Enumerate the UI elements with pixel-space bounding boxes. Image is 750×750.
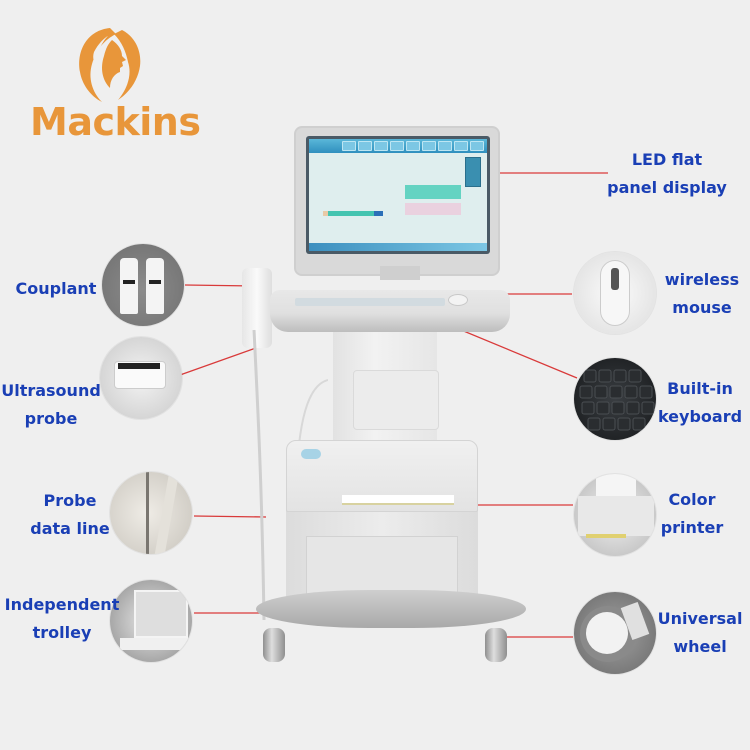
label-built-in-keyboard: Built-in keyboard [654, 375, 746, 431]
built-in-keyboard[interactable] [295, 298, 445, 306]
label-line: wireless [664, 270, 740, 289]
label-line: Probe [43, 491, 97, 510]
label-line: mouse [672, 298, 732, 317]
printer-icon [574, 474, 656, 556]
trolley-icon [110, 580, 192, 662]
label-ultrasound-probe: Ultrasound probe [0, 377, 102, 433]
result-chart-green [405, 185, 461, 199]
label-line: data line [30, 519, 110, 538]
screen-status-bar [309, 243, 487, 251]
label-led-display: LED flat panel display [602, 146, 732, 202]
keyboard-icon [574, 358, 656, 440]
printer-logo [301, 449, 321, 459]
toolbar-button[interactable] [358, 141, 372, 151]
monitor-screen [309, 139, 487, 251]
t-score-bar [323, 211, 383, 216]
monitor-stand [380, 266, 420, 280]
screen-toolbar [309, 139, 487, 153]
toolbar-button[interactable] [406, 141, 420, 151]
label-line: wheel [673, 637, 727, 656]
toolbar-button[interactable] [374, 141, 388, 151]
printer-paper-tray [342, 495, 454, 505]
keyboard-tray [270, 290, 510, 332]
caster-wheel-right [485, 628, 507, 662]
toolbar-button[interactable] [438, 141, 452, 151]
probe-holder [242, 268, 272, 348]
color-printer [286, 440, 478, 512]
label-line: Couplant [15, 279, 97, 298]
label-line: Universal [657, 609, 743, 628]
caster-wheel-icon [574, 592, 656, 674]
label-line: Built-in [667, 379, 733, 398]
trolley-column [333, 332, 439, 442]
toolbar-button[interactable] [390, 141, 404, 151]
label-line: keyboard [657, 407, 743, 426]
cable-icon [110, 472, 192, 554]
led-flat-panel-display [294, 126, 500, 280]
result-chart-pink [405, 203, 461, 215]
brand-logo-icon [68, 22, 152, 106]
ultrasound-probe-icon [100, 337, 182, 419]
gel-bottles-icon [102, 244, 184, 326]
caster-wheel-left [263, 628, 285, 662]
toolbar-button[interactable] [470, 141, 484, 151]
toolbar-button[interactable] [342, 141, 356, 151]
label-line: panel display [607, 178, 727, 197]
toolbar-button[interactable] [454, 141, 468, 151]
toolbar-button[interactable] [422, 141, 436, 151]
label-line: trolley [32, 623, 92, 642]
label-probe-data-line: Probe data line [28, 487, 112, 543]
trolley-cabinet [286, 440, 478, 608]
label-wireless-mouse: wireless mouse [660, 266, 744, 322]
monitor-bezel [306, 136, 490, 254]
label-universal-wheel: Universal wheel [656, 605, 744, 661]
label-independent-trolley: Independent trolley [4, 591, 120, 647]
label-line: Color [668, 490, 716, 509]
label-line: printer [660, 518, 724, 537]
wireless-mouse[interactable] [448, 294, 468, 306]
label-line: probe [24, 409, 78, 428]
trolley-base [256, 590, 526, 628]
brand-name: Mackins [30, 100, 201, 144]
label-color-printer: Color printer [654, 486, 730, 542]
bone-image-thumbnail [465, 157, 481, 187]
label-couplant: Couplant [8, 275, 104, 303]
column-panel [353, 370, 439, 430]
label-line: LED flat [631, 150, 703, 169]
label-line: Ultrasound [1, 381, 101, 400]
label-line: Independent [4, 595, 120, 614]
mouse-icon [574, 252, 656, 334]
